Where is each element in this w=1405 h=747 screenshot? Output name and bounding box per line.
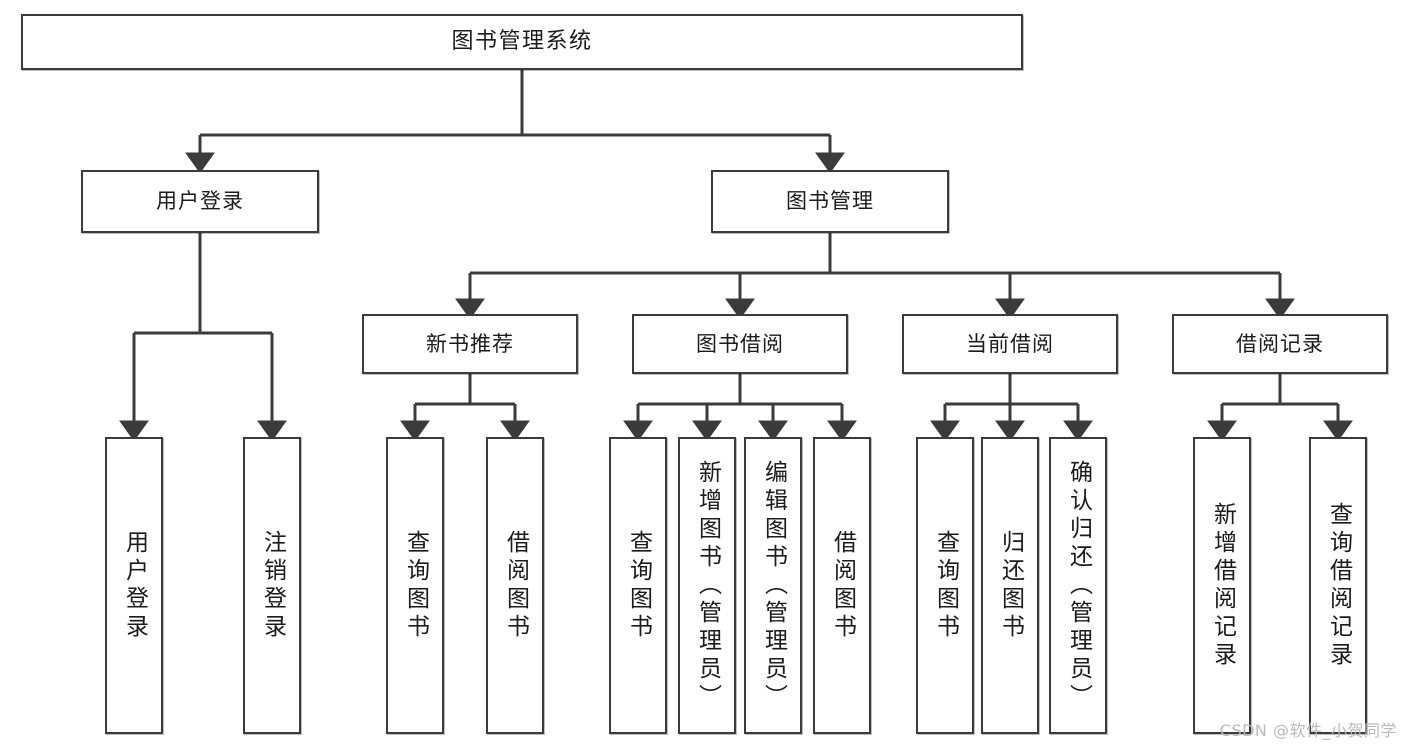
leaf-user-logout[interactable]: 注销登录 bbox=[243, 437, 301, 734]
node-borrow-record[interactable]: 借阅记录 bbox=[1172, 314, 1388, 374]
node-label: 借阅图书 bbox=[829, 529, 856, 642]
node-user-login[interactable]: 用户登录 bbox=[81, 170, 319, 233]
node-label: 用户登录 bbox=[121, 529, 148, 642]
leaf-return-book[interactable]: 归还图书 bbox=[981, 437, 1039, 734]
node-current-borrow[interactable]: 当前借阅 bbox=[902, 314, 1118, 374]
node-label: 归还图书 bbox=[997, 529, 1024, 642]
node-label: 图书管理 bbox=[786, 189, 874, 214]
node-book-borrow[interactable]: 图书借阅 bbox=[632, 314, 848, 374]
leaf-add-borrow-record[interactable]: 新增借阅记录 bbox=[1193, 437, 1251, 734]
node-label: 查询图书 bbox=[402, 529, 429, 642]
node-label: 图书借阅 bbox=[696, 331, 784, 356]
node-label: 查询图书 bbox=[932, 529, 959, 642]
leaf-borrow-book-recommend[interactable]: 借阅图书 bbox=[486, 437, 544, 734]
node-label: 借阅图书 bbox=[502, 529, 529, 642]
node-label: 新增图书（管理员） bbox=[694, 459, 721, 712]
leaf-query-book-borrow[interactable]: 查询图书 bbox=[609, 437, 667, 734]
leaf-edit-book-admin[interactable]: 编辑图书（管理员） bbox=[744, 437, 802, 734]
leaf-borrow-book[interactable]: 借阅图书 bbox=[813, 437, 871, 734]
node-book-manage[interactable]: 图书管理 bbox=[711, 170, 949, 233]
node-label: 新书推荐 bbox=[426, 331, 514, 356]
leaf-user-login[interactable]: 用户登录 bbox=[105, 437, 163, 734]
node-label: 当前借阅 bbox=[966, 331, 1054, 356]
node-label: 新增借阅记录 bbox=[1209, 501, 1236, 670]
leaf-query-borrow-record[interactable]: 查询借阅记录 bbox=[1309, 437, 1367, 734]
node-label: 注销登录 bbox=[259, 529, 286, 642]
csdn-watermark: CSDN @软件_小贺同学 bbox=[1219, 721, 1397, 740]
node-label: 图书管理系统 bbox=[451, 29, 593, 55]
leaf-confirm-return-admin[interactable]: 确认归还（管理员） bbox=[1049, 437, 1107, 734]
node-root-system[interactable]: 图书管理系统 bbox=[21, 14, 1023, 70]
node-label: 查询借阅记录 bbox=[1325, 501, 1352, 670]
node-new-book-recommend[interactable]: 新书推荐 bbox=[362, 314, 578, 374]
node-label: 确认归还（管理员） bbox=[1065, 459, 1092, 712]
leaf-query-book-recommend[interactable]: 查询图书 bbox=[386, 437, 444, 734]
leaf-query-book-current[interactable]: 查询图书 bbox=[916, 437, 974, 734]
node-label: 借阅记录 bbox=[1236, 331, 1324, 356]
leaf-add-book-admin[interactable]: 新增图书（管理员） bbox=[678, 437, 736, 734]
node-label: 编辑图书（管理员） bbox=[760, 459, 787, 712]
node-label: 查询图书 bbox=[625, 529, 652, 642]
node-label: 用户登录 bbox=[156, 189, 244, 214]
